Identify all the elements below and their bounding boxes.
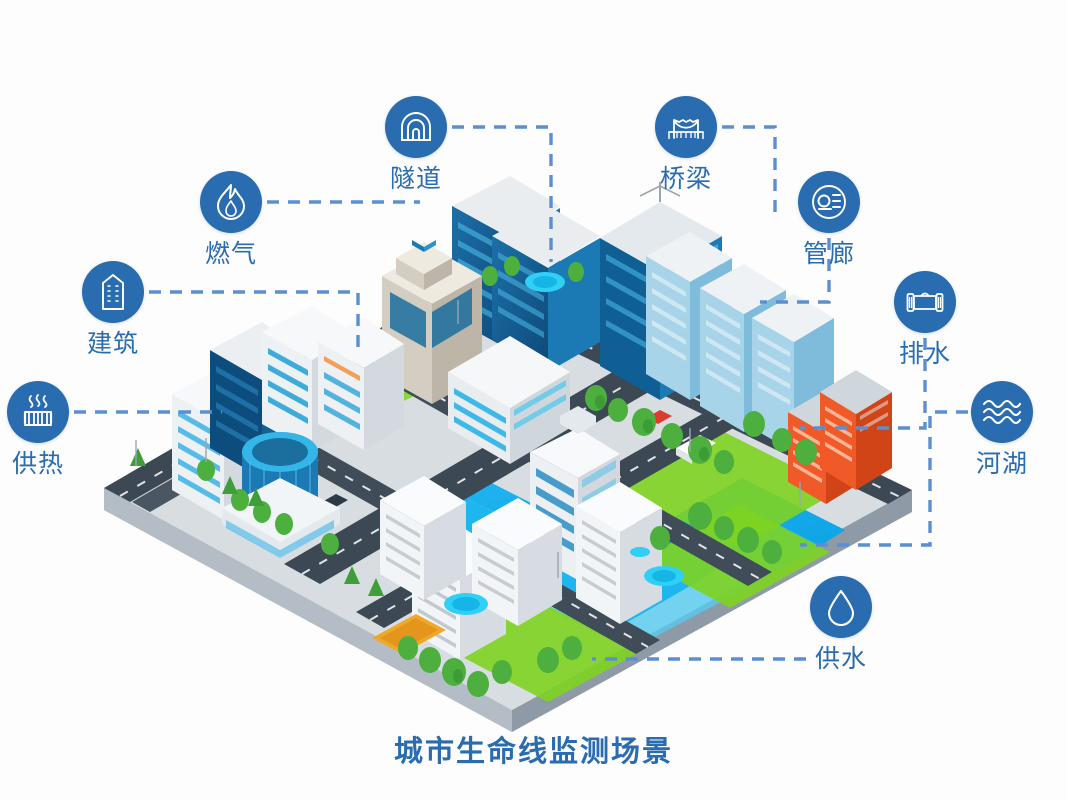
building-striped-2 bbox=[318, 318, 404, 450]
sports-court bbox=[372, 614, 446, 654]
node-label: 隧道 bbox=[389, 164, 442, 193]
water-drop-icon[interactable] bbox=[810, 576, 872, 638]
node-bridge[interactable]: 桥梁 bbox=[621, 96, 751, 193]
node-water[interactable]: 供水 bbox=[776, 576, 906, 673]
node-tunnel[interactable]: 隧道 bbox=[351, 96, 481, 193]
building-lowrise-blue bbox=[448, 336, 570, 464]
node-label: 管廊 bbox=[802, 239, 855, 268]
node-label: 排水 bbox=[898, 339, 951, 368]
radiator-icon[interactable] bbox=[7, 381, 69, 443]
building-front-white-3 bbox=[380, 476, 466, 600]
building-front-white-2 bbox=[472, 498, 562, 626]
page-title: 城市生命线监测场景 bbox=[393, 734, 674, 768]
node-label: 供水 bbox=[814, 644, 867, 673]
building-classic bbox=[382, 240, 482, 404]
node-label: 建筑 bbox=[86, 329, 139, 358]
node-label: 桥梁 bbox=[659, 164, 712, 193]
node-label: 燃气 bbox=[204, 239, 257, 268]
fountains bbox=[444, 272, 684, 615]
bridge-icon[interactable] bbox=[655, 96, 717, 158]
node-label: 河湖 bbox=[975, 449, 1028, 478]
flame-icon[interactable] bbox=[200, 171, 262, 233]
building-front-white-4 bbox=[576, 482, 662, 624]
node-gas[interactable]: 燃气 bbox=[166, 171, 296, 268]
trees bbox=[130, 256, 817, 697]
node-river[interactable]: 河湖 bbox=[937, 381, 1067, 478]
node-drainage[interactable]: 排水 bbox=[860, 271, 990, 368]
node-building[interactable]: 建筑 bbox=[48, 261, 178, 358]
tunnel-icon[interactable] bbox=[385, 96, 447, 158]
node-label: 供热 bbox=[11, 449, 64, 478]
waves-icon[interactable] bbox=[971, 381, 1033, 443]
node-corridor[interactable]: 管廊 bbox=[764, 171, 894, 268]
building-icon[interactable] bbox=[82, 261, 144, 323]
pipe-icon[interactable] bbox=[894, 271, 956, 333]
building-orange-2 bbox=[820, 370, 892, 490]
pipe-gallery-icon[interactable] bbox=[798, 171, 860, 233]
node-heating[interactable]: 供热 bbox=[0, 381, 103, 478]
